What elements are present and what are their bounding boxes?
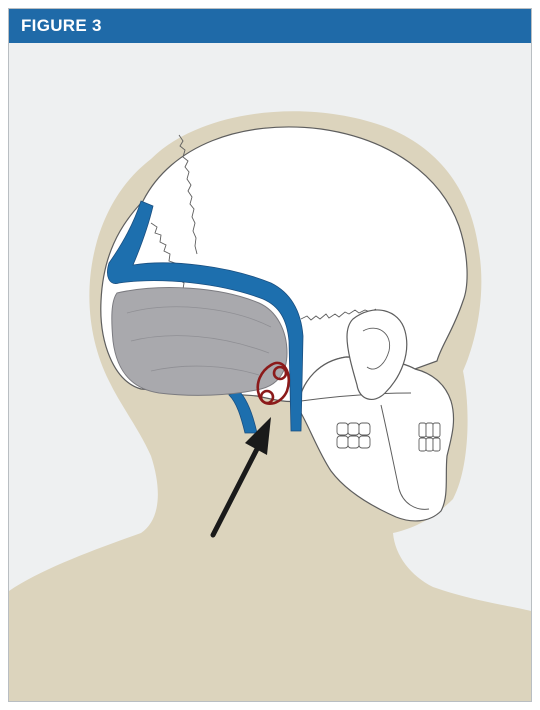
cerebellum — [112, 288, 287, 396]
figure-header: FIGURE 3 — [9, 9, 531, 43]
figure-panel: FIGURE 3 — [8, 8, 532, 702]
figure-title: FIGURE 3 — [21, 16, 102, 36]
head-illustration — [9, 43, 531, 701]
